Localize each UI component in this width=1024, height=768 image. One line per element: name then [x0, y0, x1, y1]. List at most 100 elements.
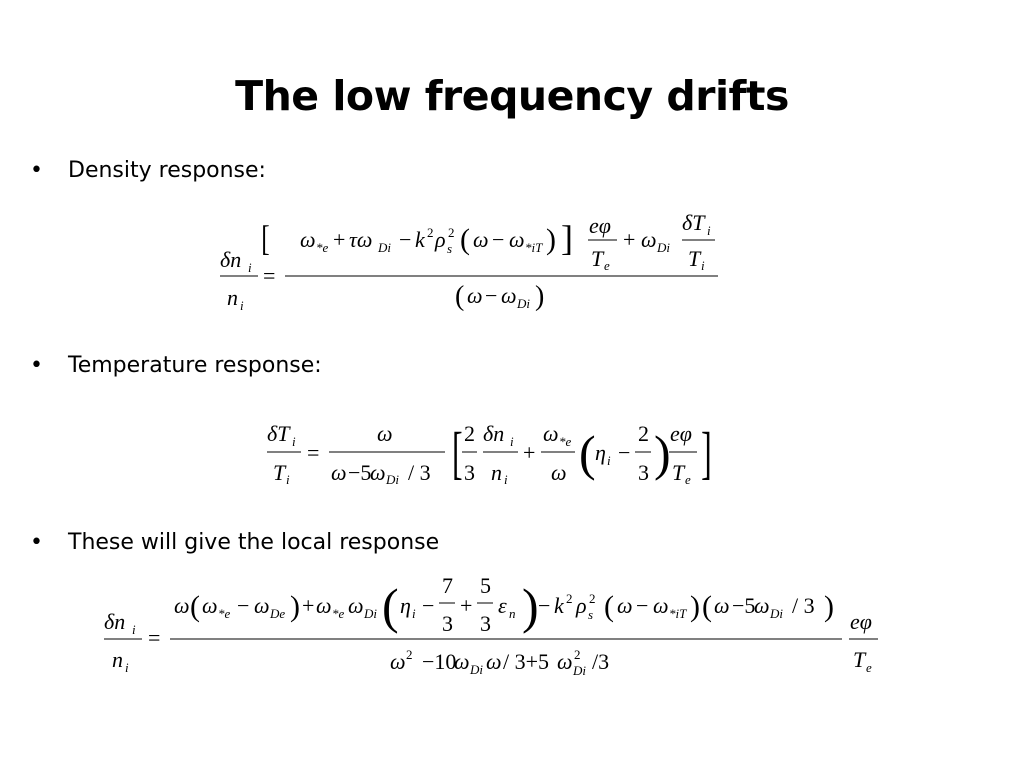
svg-text:ω: ω: [254, 593, 270, 618]
svg-text:*e: *e: [218, 606, 231, 621]
svg-text:i: i: [412, 606, 416, 621]
svg-text:]: ]: [701, 421, 712, 485]
svg-text:ω: ω: [714, 593, 730, 618]
svg-text:+: +: [333, 227, 345, 252]
svg-text:/3: /3: [592, 649, 609, 674]
svg-text:i: i: [707, 223, 711, 238]
svg-text:(: (: [604, 590, 614, 623]
svg-text:2: 2: [589, 591, 596, 606]
svg-text:): ): [824, 590, 834, 623]
svg-text:*iT: *iT: [525, 240, 543, 255]
svg-text:−: −: [618, 440, 630, 465]
svg-text:Di: Di: [572, 663, 586, 678]
svg-text:s: s: [588, 607, 593, 622]
svg-text:Di: Di: [377, 240, 391, 255]
svg-text:e: e: [685, 472, 691, 487]
svg-text:Di: Di: [385, 472, 399, 487]
svg-text:=: =: [307, 440, 319, 465]
svg-text:T: T: [672, 460, 686, 485]
svg-text:ω: ω: [348, 593, 364, 618]
svg-text:ω: ω: [641, 227, 657, 252]
bullet-temperature: •Temperature response:: [30, 353, 322, 378]
bullet-local-response: • These will give the local response: [30, 530, 439, 555]
svg-text:ω: ω: [331, 460, 347, 485]
svg-text:i: i: [248, 260, 252, 275]
svg-text:eφ: eφ: [850, 609, 872, 634]
svg-text:2: 2: [406, 647, 413, 662]
svg-text:i: i: [292, 434, 296, 449]
svg-text:]: ]: [561, 218, 573, 258]
svg-text:=: =: [148, 625, 160, 650]
svg-text:−: −: [237, 593, 249, 618]
svg-text:(: (: [455, 281, 464, 312]
svg-text:ω: ω: [377, 421, 393, 446]
svg-text:k: k: [554, 593, 565, 618]
svg-text:ω: ω: [617, 593, 633, 618]
svg-text:3: 3: [638, 460, 649, 485]
svg-text:+: +: [460, 593, 472, 618]
svg-text:[: [: [452, 421, 463, 485]
svg-text:n: n: [491, 460, 502, 485]
svg-text:eφ: eφ: [670, 421, 692, 446]
svg-text:Di: Di: [469, 662, 483, 677]
svg-text:ω: ω: [509, 227, 525, 252]
svg-text:T: T: [273, 460, 287, 485]
svg-text:Di: Di: [363, 606, 377, 621]
svg-text:δn: δn: [220, 247, 241, 272]
svg-text:Di: Di: [769, 606, 783, 621]
svg-text:/ 3: / 3: [408, 460, 431, 485]
svg-text:[: [: [261, 218, 269, 259]
svg-text:ω: ω: [551, 460, 567, 485]
svg-text:2: 2: [427, 225, 434, 240]
svg-text:De: De: [269, 606, 285, 621]
svg-text:i: i: [286, 472, 290, 487]
svg-text:δn: δn: [483, 421, 504, 446]
svg-text:3: 3: [480, 611, 491, 636]
svg-text:−10: −10: [422, 649, 456, 674]
svg-text:2: 2: [448, 225, 455, 240]
svg-text:−: −: [538, 593, 550, 618]
svg-text:2: 2: [638, 421, 649, 446]
svg-text:e: e: [866, 660, 872, 675]
svg-text:(: (: [460, 223, 470, 256]
svg-text:(: (: [382, 578, 399, 634]
svg-text:): ): [690, 590, 700, 623]
svg-text:ω: ω: [653, 593, 669, 618]
svg-text:i: i: [701, 258, 705, 273]
svg-text:e: e: [604, 258, 610, 273]
svg-text:/ 3: / 3: [792, 593, 815, 618]
svg-text:i: i: [510, 434, 514, 449]
svg-text:δn: δn: [104, 609, 125, 634]
svg-text:+: +: [523, 440, 535, 465]
bullet-symbol: •: [30, 158, 43, 183]
svg-text:2: 2: [566, 591, 573, 606]
svg-text:ω: ω: [390, 649, 406, 674]
svg-text:τω: τω: [349, 227, 372, 252]
svg-text:−5: −5: [348, 460, 371, 485]
svg-text:+: +: [623, 227, 635, 252]
svg-text:2: 2: [574, 647, 581, 662]
svg-text:δT: δT: [267, 421, 291, 446]
svg-text:(: (: [190, 590, 200, 623]
svg-text:ω: ω: [454, 649, 470, 674]
svg-text:2: 2: [464, 421, 475, 446]
svg-text:3: 3: [442, 611, 453, 636]
svg-text:7: 7: [442, 573, 453, 598]
svg-text:δT: δT: [682, 210, 706, 235]
svg-text:n: n: [112, 647, 123, 672]
svg-text:n: n: [227, 285, 238, 310]
svg-text:i: i: [132, 622, 136, 637]
svg-text:): ): [535, 281, 544, 312]
svg-text:T: T: [688, 246, 702, 271]
svg-text:−: −: [422, 593, 434, 618]
svg-text:Di: Di: [656, 240, 670, 255]
svg-text:ρ: ρ: [575, 593, 587, 618]
svg-text:−: −: [636, 593, 648, 618]
bullet-symbol: •: [30, 530, 43, 555]
svg-text:k: k: [415, 227, 426, 252]
svg-text:n: n: [509, 606, 516, 621]
svg-text:=: =: [263, 263, 275, 288]
bullet-text: These will give the local response: [68, 530, 440, 555]
